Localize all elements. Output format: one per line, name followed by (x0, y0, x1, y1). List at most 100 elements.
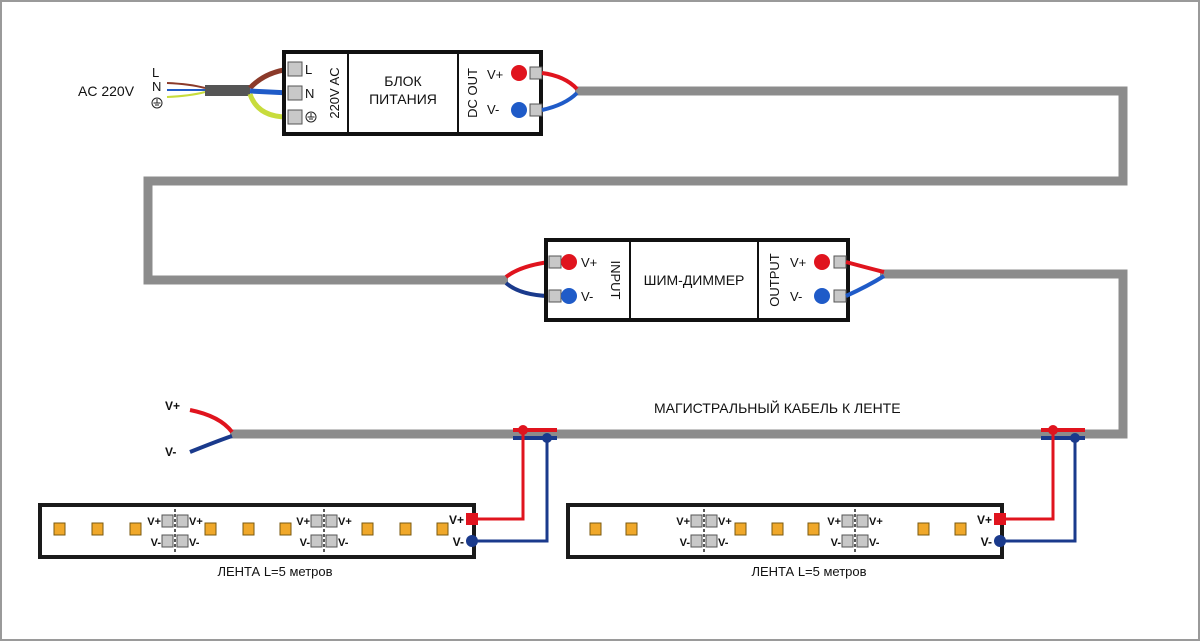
cut-pad-vplus-label: V+ (718, 516, 732, 528)
psu-out-terminal-plus (529, 66, 543, 80)
strip-end-pad-minus (466, 535, 478, 547)
psu-vplus-label: V+ (487, 67, 503, 82)
dimmer-output-label: OUTPUT (767, 253, 782, 307)
led-chip (807, 522, 820, 536)
dimmer-out-vplus-dot (814, 254, 830, 270)
dimmer-in-vminus-label: V- (581, 289, 593, 304)
trunk-cable (230, 269, 1128, 439)
cut-pad (176, 534, 189, 548)
led-chip (53, 522, 66, 536)
cut-pad (310, 514, 323, 528)
cut-pad-vminus-label: V- (831, 537, 842, 549)
tap-1-wire-minus (474, 438, 549, 543)
psu-title-line2: ПИТАНИЯ (369, 91, 437, 107)
cable-psu-to-dimmer (143, 86, 1128, 285)
strip-end-pad-plus (466, 513, 478, 525)
strip-1-tap (474, 425, 557, 543)
psu-vminus-dot (511, 102, 527, 118)
dimmer-in-wire-minus (504, 281, 550, 298)
psu-title-line1: БЛОК (384, 73, 422, 89)
psu-dc-out-label: DC OUT (465, 68, 480, 118)
led-chip (771, 522, 784, 536)
dimmer-in-vminus-dot (561, 288, 577, 304)
dimmer-in-vplus-dot (561, 254, 577, 270)
tap-2-wire-minus (1001, 438, 1077, 543)
dimmer-out-wire-plus (845, 260, 885, 274)
cut-pad (161, 534, 174, 548)
strip-end-vplus-label: V+ (977, 513, 992, 527)
led-strip-1: V+V+V-V-V+V+V-V-V+V- (38, 503, 478, 559)
psu-out-wire-plus (541, 71, 579, 91)
strip-end-pad-minus (994, 535, 1006, 547)
dimmer-body (544, 238, 850, 322)
strip-1-label: ЛЕНТА L=5 метров (217, 564, 332, 579)
psu-earth-icon (305, 111, 317, 123)
strip-end-vminus-label: V- (453, 535, 464, 549)
trunk-end-vplus-label: V+ (165, 399, 180, 413)
wire-n-label: N (152, 79, 161, 94)
cut-pad (841, 534, 854, 548)
cut-pad (690, 534, 703, 548)
strip-2-tap (1001, 425, 1085, 543)
wire-l-label: L (152, 65, 159, 80)
led-chip (589, 522, 602, 536)
psu-vminus-label: V- (487, 102, 499, 117)
strip-end-pad-plus (994, 513, 1006, 525)
cut-pad (176, 514, 189, 528)
led-chip (399, 522, 412, 536)
cut-pad (856, 534, 869, 548)
ac-voltage-label: AC 220V (78, 83, 135, 99)
cut-pad-vplus-label: V+ (147, 516, 161, 528)
input-cable-sheath (205, 85, 250, 96)
ac-input: AC 220V L N (78, 65, 291, 120)
strip-body (566, 503, 1004, 559)
cut-pad-vplus-label: V+ (189, 516, 203, 528)
strip-2-label: ЛЕНТА L=5 метров (751, 564, 866, 579)
cut-pad (856, 514, 869, 528)
psu-vplus-dot (511, 65, 527, 81)
psu-terminal-n-label: N (305, 86, 314, 101)
trunk-end-wire-plus (189, 408, 234, 434)
led-chip (204, 522, 217, 536)
trunk-end-wire-minus (189, 434, 233, 454)
dimmer-out-vminus-label: V- (790, 289, 802, 304)
led-chip (242, 522, 255, 536)
dimmer-out-terminal-plus (833, 255, 847, 269)
power-supply-block: L N 220V AC БЛОК ПИТАНИЯ DC OUT V+ V- (282, 50, 543, 136)
led-chip (279, 522, 292, 536)
wire-l (166, 82, 206, 89)
cut-pad-vminus-label: V- (189, 537, 200, 549)
cut-pad-vplus-label: V+ (676, 516, 690, 528)
cut-pad-vminus-label: V- (718, 537, 729, 549)
cut-pad (705, 534, 718, 548)
trunk-end-vminus-label: V- (165, 445, 176, 459)
cut-pad-vplus-label: V+ (827, 516, 841, 528)
cut-pad-vminus-label: V- (151, 537, 162, 549)
psu-terminal-pe (287, 109, 303, 125)
cut-pad-vminus-label: V- (338, 537, 349, 549)
led-chip (917, 522, 930, 536)
psu-terminal-l-label: L (305, 62, 312, 77)
dimmer-input-label: INPUT (608, 261, 623, 300)
strip-end-vminus-label: V- (981, 535, 992, 549)
trunk-cable-label: МАГИСТРАЛЬНЫЙ КАБЕЛЬ К ЛЕНТЕ (654, 399, 901, 416)
psu-out-terminal-minus (529, 103, 543, 117)
dimmer-out-vminus-dot (814, 288, 830, 304)
dimmer-out-wire-minus (845, 274, 886, 298)
cut-pad (690, 514, 703, 528)
tap-1-wire-plus (474, 430, 525, 521)
dimmer-in-terminal-plus (548, 255, 562, 269)
cut-pad-vminus-label: V- (869, 537, 880, 549)
led-chip (625, 522, 638, 536)
cut-pad-vplus-label: V+ (296, 516, 310, 528)
led-chip (954, 522, 967, 536)
cut-pad (705, 514, 718, 528)
dimmer-out-terminal-minus (833, 289, 847, 303)
psu-terminal-n (287, 85, 303, 101)
cut-pad (325, 514, 338, 528)
led-chip (91, 522, 104, 536)
strip-end-vplus-label: V+ (449, 513, 464, 527)
psu-terminal-l (287, 61, 303, 77)
